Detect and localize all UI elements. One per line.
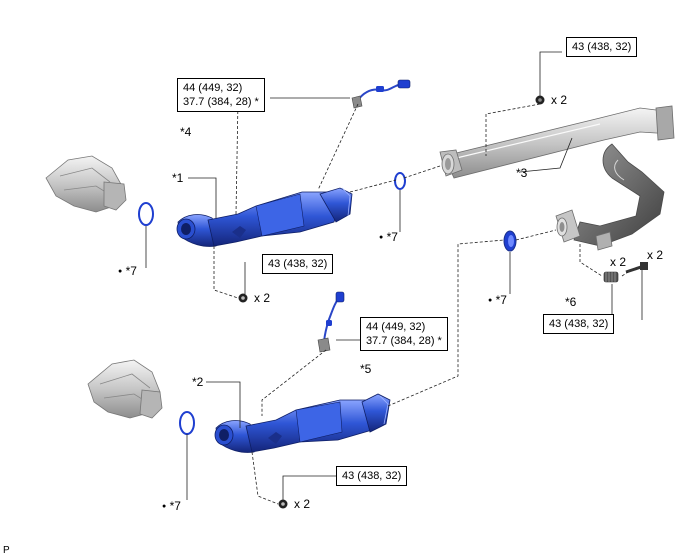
torque-value: 43 (438, 32): [268, 258, 328, 270]
gasket-ring-2: [394, 172, 406, 190]
qty-tail-clamp-bolt: x 2: [647, 248, 664, 262]
torque-value: 43 (438, 32): [572, 41, 632, 53]
callout-7-gasket-1: ● *7: [118, 264, 137, 279]
callout-7-label: *7: [169, 499, 181, 513]
gasket-ring-3-hole: [508, 235, 514, 247]
torque-box-converter-2-nut: 43 (438, 32): [336, 466, 408, 486]
assembly-lines: [213, 99, 629, 505]
callout-6: *6: [565, 295, 577, 309]
torque-value: 43 (438, 32): [549, 318, 609, 330]
callout-7-gasket-4: ● *7: [162, 499, 181, 514]
qty-converter-1-nut: x 2: [254, 291, 271, 305]
callout-7-gasket-2: ● *7: [379, 230, 398, 245]
torque-box-sensor-lower: 44 (449, 32) 37.7 (384, 28) *: [360, 317, 448, 351]
catalytic-converter-1: [176, 187, 353, 247]
air-fuel-ratio-sensor-lower: [317, 291, 345, 353]
callout-7-gasket-3: ● *7: [488, 293, 507, 308]
qty-converter-2-nut: x 2: [294, 497, 311, 511]
gasket-ring-1: [138, 202, 154, 226]
callout-7-label: *7: [125, 264, 137, 278]
torque-line-2: 37.7 (384, 28) *: [183, 96, 259, 108]
bullet-icon: ●: [379, 233, 384, 241]
torque-box-center-bolt: 43 (438, 32): [566, 37, 638, 57]
gasket-ring-4: [179, 411, 195, 435]
torque-box-tail-clamp: 43 (438, 32): [543, 314, 615, 334]
qty-spring-6: x 2: [610, 255, 627, 269]
converter-2-nut: [278, 499, 288, 509]
bullet-icon: ●: [162, 502, 167, 510]
air-fuel-ratio-sensor-upper: [351, 79, 411, 109]
torque-box-sensor-upper: 44 (449, 32) 37.7 (384, 28) *: [177, 78, 265, 112]
callout-1: *1: [172, 171, 184, 185]
torque-box-converter-1-nut: 43 (438, 32): [262, 254, 334, 274]
callout-7-label: *7: [495, 293, 507, 307]
tail-clamp-spring-6: [603, 271, 619, 283]
tail-clamp-bolt: [625, 262, 648, 274]
catalytic-converter-2: [214, 393, 391, 453]
torque-line-1: 44 (449, 32): [366, 321, 426, 333]
manifold-heat-shield-lower: [87, 359, 163, 419]
leader-lines: [145, 51, 643, 500]
callout-2: *2: [192, 375, 204, 389]
front-exhaust-pipe-3: [439, 105, 675, 251]
torque-value: 43 (438, 32): [342, 470, 402, 482]
callout-4: *4: [180, 125, 192, 139]
callout-5: *5: [360, 362, 372, 376]
torque-line-1: 44 (449, 32): [183, 82, 243, 94]
footer-code: P: [3, 545, 10, 556]
torque-line-2: 37.7 (384, 28) *: [366, 335, 442, 347]
bullet-icon: ●: [488, 296, 493, 304]
center-pipe-bolt: [535, 95, 545, 105]
manifold-heat-shield-upper: [45, 155, 127, 213]
converter-1-nut: [238, 293, 248, 303]
bullet-icon: ●: [118, 267, 123, 275]
qty-center-bolt: x 2: [551, 93, 568, 107]
callout-3: *3: [516, 166, 528, 180]
callout-7-label: *7: [386, 230, 398, 244]
